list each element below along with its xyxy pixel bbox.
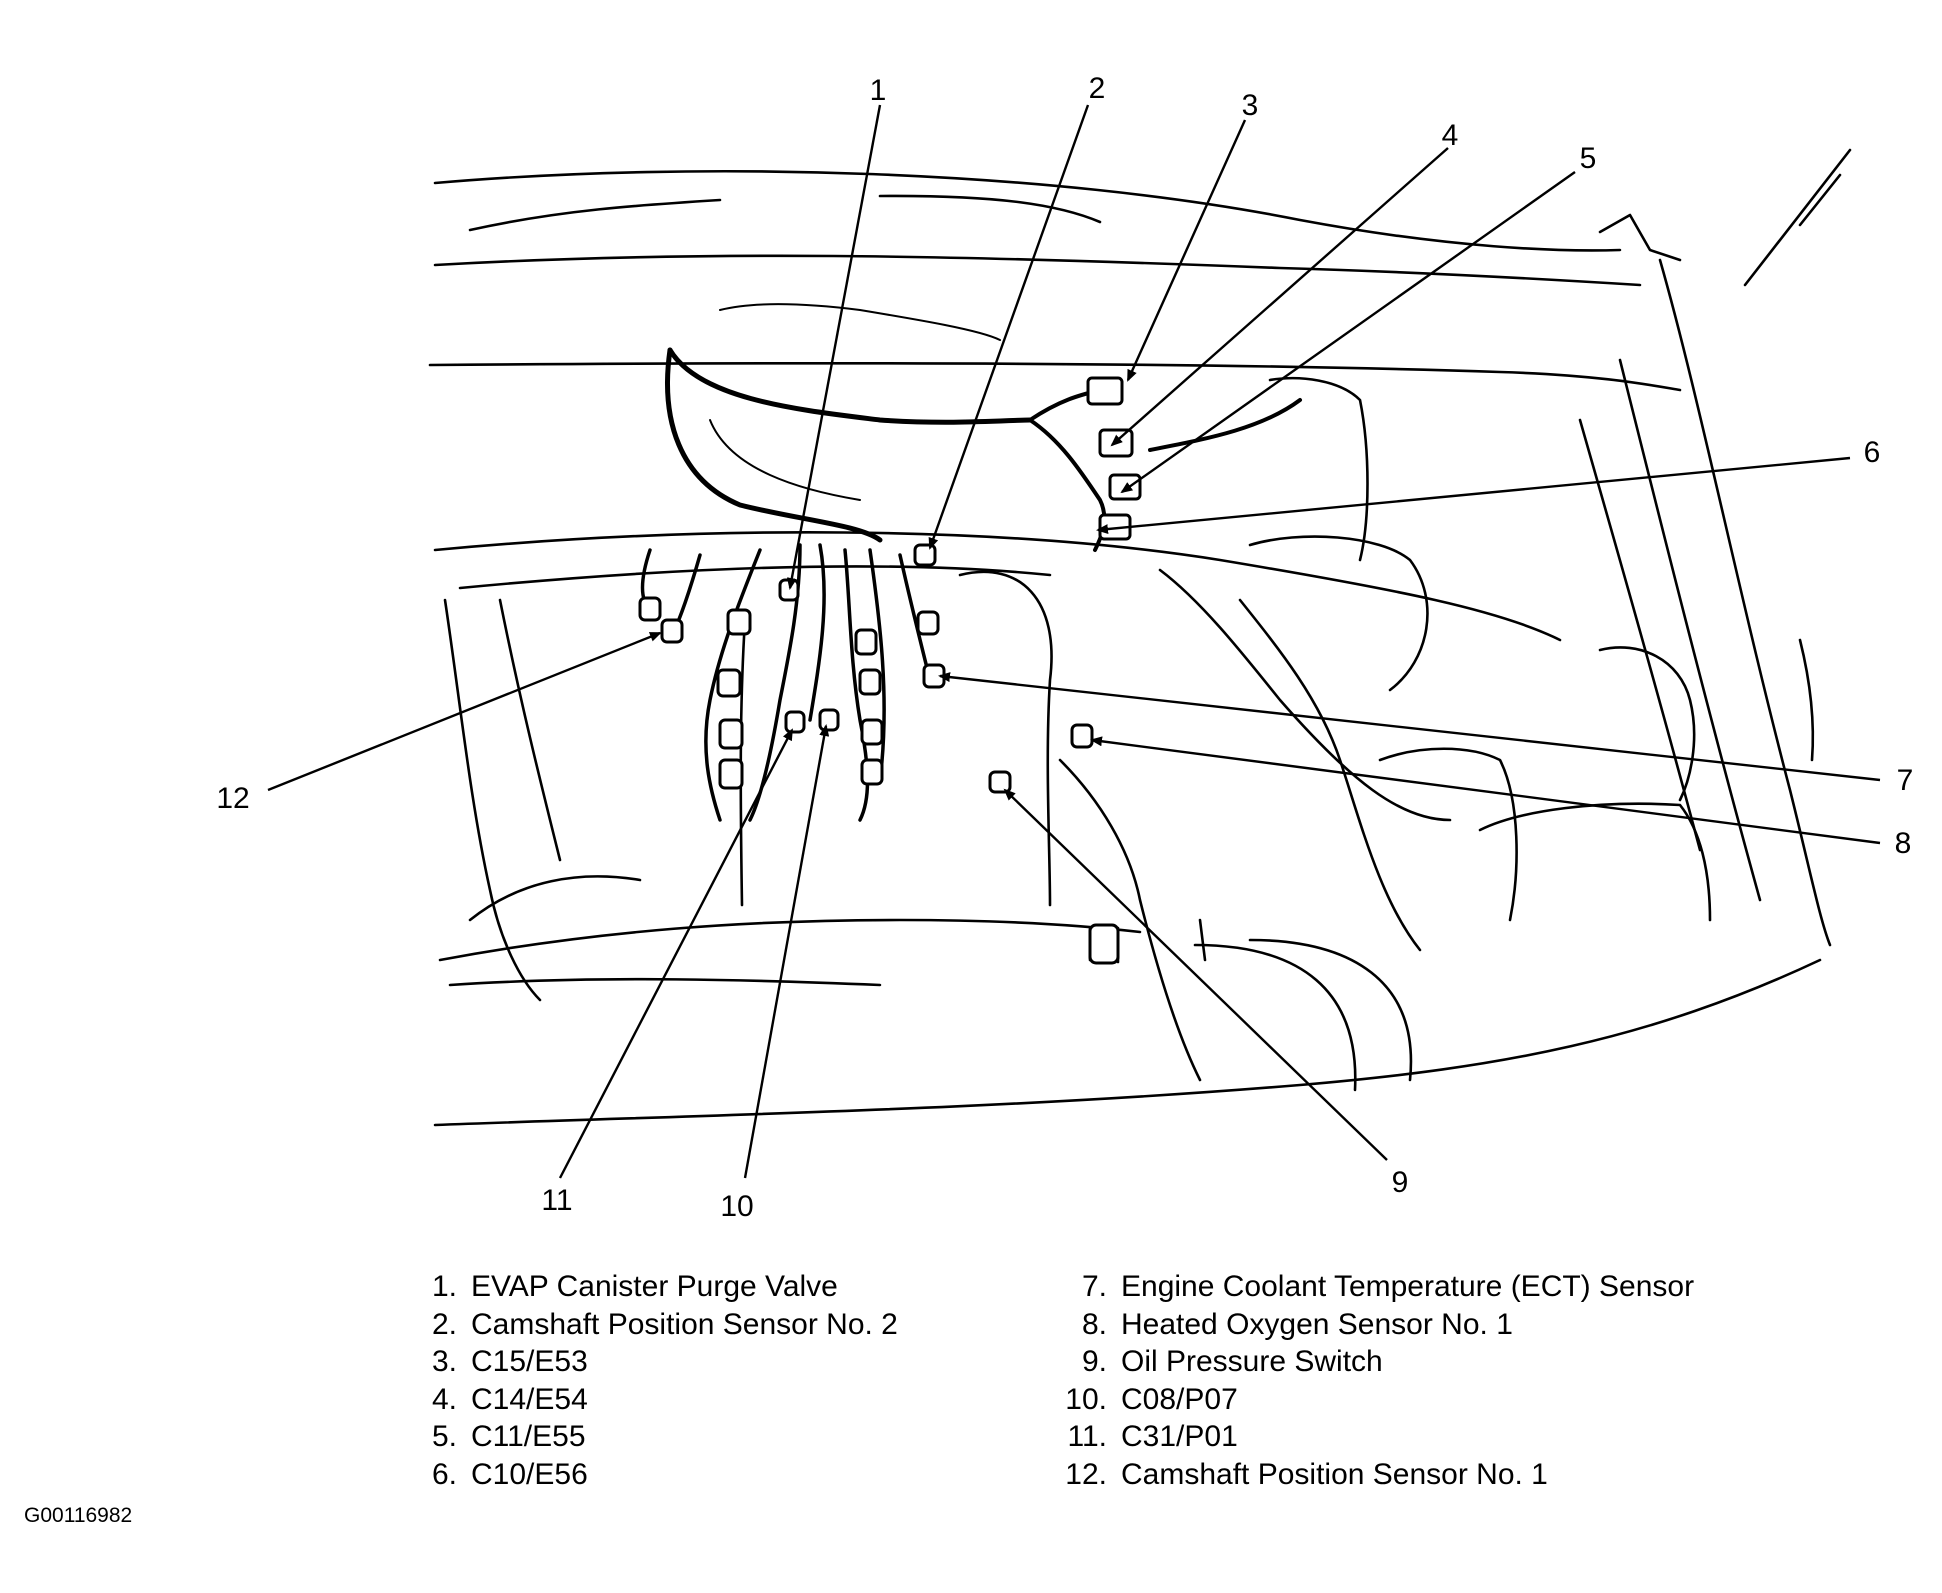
legend-label: C08/P07 bbox=[1121, 1382, 1238, 1416]
callout-1: 1 bbox=[870, 74, 887, 107]
figure-code: G00116982 bbox=[24, 1504, 133, 1527]
legend-item: 5. C11/E55 bbox=[405, 1418, 1025, 1456]
legend-left-column: 1. EVAP Canister Purge Valve 2. Camshaft P… bbox=[405, 1268, 1025, 1493]
callout-7: 7 bbox=[1897, 764, 1914, 797]
legend-item: 2. Camshaft Position Sensor No. 2 bbox=[405, 1306, 1025, 1344]
legend-item: 10. C08/P07 bbox=[1055, 1381, 1915, 1419]
legend-item: 9. Oil Pressure Switch bbox=[1055, 1343, 1915, 1381]
callout-4: 4 bbox=[1442, 119, 1459, 152]
leader-lines bbox=[267, 104, 1881, 1179]
legend-number: 10. bbox=[1065, 1382, 1107, 1416]
callout-11: 11 bbox=[541, 1184, 572, 1217]
legend-right-column: 7. Engine Coolant Temperature (ECT) Senso… bbox=[1055, 1268, 1915, 1493]
connectors bbox=[638, 376, 1142, 965]
legend-number: 7. bbox=[1081, 1270, 1107, 1303]
legend-item: 4. C14/E54 bbox=[405, 1381, 1025, 1419]
callout-labels: 1 2 3 4 5 6 7 8 9 10 11 12 bbox=[216, 72, 1913, 1223]
legend-label: C11/E55 bbox=[471, 1420, 586, 1453]
callout-6: 6 bbox=[1864, 436, 1881, 469]
callout-12: 12 bbox=[216, 782, 249, 815]
engine-outline bbox=[428, 148, 1852, 1127]
legend-item: 8. Heated Oxygen Sensor No. 1 bbox=[1055, 1306, 1915, 1344]
engine-compartment-drawing: 1 2 3 4 5 6 7 8 9 10 11 12 bbox=[216, 72, 1913, 1223]
legend-item: 6. C10/E56 bbox=[405, 1456, 1025, 1494]
legend-number: 2. bbox=[431, 1307, 457, 1341]
legend-label: Camshaft Position Sensor No. 1 bbox=[1121, 1457, 1548, 1491]
legend-item: 7. Engine Coolant Temperature (ECT) Senso… bbox=[1055, 1268, 1915, 1306]
callout-3: 3 bbox=[1242, 89, 1259, 122]
legend-number: 11. bbox=[1067, 1420, 1107, 1453]
legend-label: Engine Coolant Temperature (ECT) Sensor bbox=[1121, 1270, 1695, 1303]
legend-item: 11. C31/P01 bbox=[1055, 1418, 1915, 1456]
legend-item: 1. EVAP Canister Purge Valve bbox=[405, 1268, 1025, 1306]
legend-number: 6. bbox=[431, 1457, 457, 1491]
legend-label: C14/E54 bbox=[471, 1382, 588, 1416]
legend-label: EVAP Canister Purge Valve bbox=[471, 1270, 838, 1303]
legend-number: 12. bbox=[1065, 1457, 1107, 1491]
legend-number: 9. bbox=[1081, 1345, 1107, 1378]
legend-label: Oil Pressure Switch bbox=[1121, 1345, 1383, 1378]
legend-number: 4. bbox=[431, 1382, 457, 1416]
callout-8: 8 bbox=[1895, 827, 1912, 860]
callout-9: 9 bbox=[1392, 1166, 1409, 1199]
legend-label: C15/E53 bbox=[471, 1345, 588, 1378]
legend-label: Heated Oxygen Sensor No. 1 bbox=[1121, 1307, 1513, 1341]
callout-10: 10 bbox=[720, 1190, 753, 1223]
legend-number: 8. bbox=[1081, 1307, 1107, 1341]
callout-5: 5 bbox=[1580, 142, 1597, 175]
legend-item: 12. Camshaft Position Sensor No. 1 bbox=[1055, 1456, 1915, 1494]
legend-number: 3. bbox=[431, 1345, 457, 1378]
legend-label: Camshaft Position Sensor No. 2 bbox=[471, 1307, 898, 1341]
legend-number: 5. bbox=[431, 1420, 457, 1453]
legend-item: 3. C15/E53 bbox=[405, 1343, 1025, 1381]
legend-label: C10/E56 bbox=[471, 1457, 588, 1491]
legend-number: 1. bbox=[431, 1270, 457, 1303]
legend-label: C31/P01 bbox=[1121, 1420, 1238, 1453]
callout-2: 2 bbox=[1089, 72, 1106, 105]
